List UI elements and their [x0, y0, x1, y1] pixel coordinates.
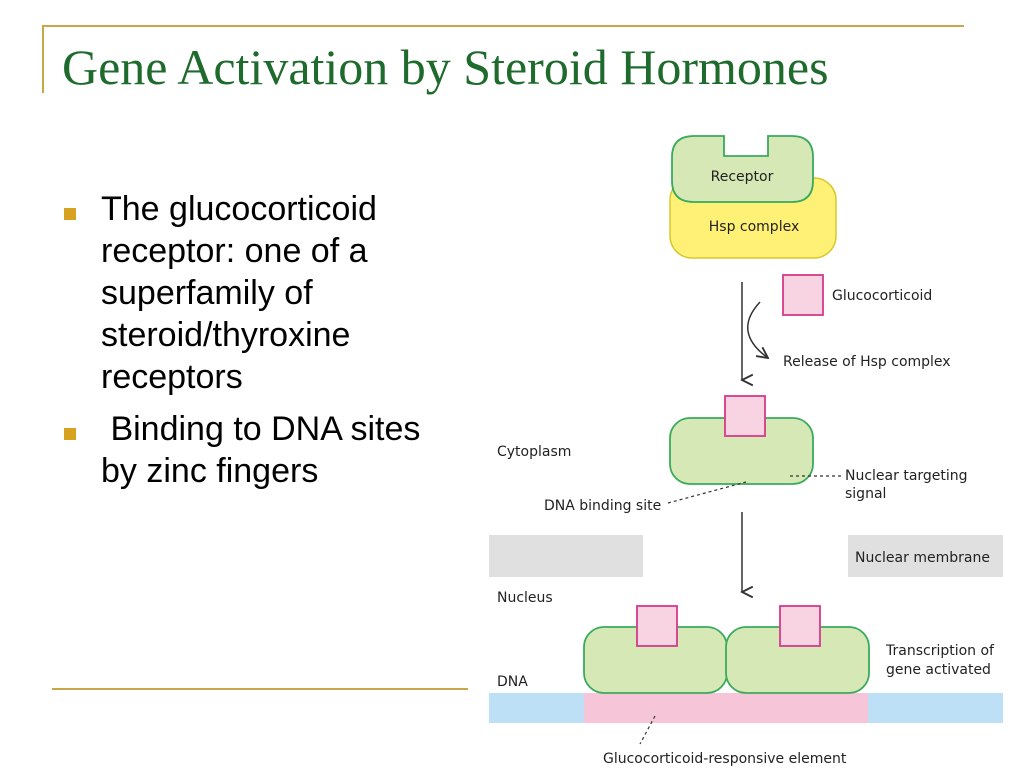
title-frame-left-rule	[42, 25, 44, 93]
glucocorticoid-label: Glucocorticoid	[832, 288, 932, 304]
bound-hormone-left-shape	[636, 605, 678, 647]
release-hsp-label: Release of Hsp complex	[783, 354, 951, 370]
glucocorticoid-hormone-shape	[782, 274, 824, 316]
nuclear-targeting-label: Nuclear targeting	[845, 468, 968, 484]
receptor-shape	[671, 135, 814, 203]
gre-leader-line	[639, 715, 656, 745]
cytoplasm-label: Cytoplasm	[497, 444, 571, 460]
square-bullet-icon	[64, 428, 76, 440]
title-frame-top-rule	[42, 25, 964, 27]
dna-binding-site-leader-line	[667, 481, 747, 504]
bullet-item: Binding to DNA sites by zinc fingers	[62, 408, 462, 492]
nuclear-membrane-left-segment	[489, 535, 643, 577]
hsp-complex-label: Hsp complex	[709, 219, 800, 235]
slide-title: Gene Activation by Steroid Hormones	[62, 39, 829, 95]
receptor-label: Receptor	[711, 169, 774, 185]
release-curve-arrow-icon	[747, 301, 768, 358]
dna-binding-site-label: DNA binding site	[544, 498, 661, 514]
gre-label: Glucocorticoid-responsive element	[603, 751, 847, 767]
nucleus-label: Nucleus	[497, 590, 553, 606]
dna-label: DNA	[497, 674, 528, 690]
transcription-label: Transcription of	[885, 643, 995, 659]
bullet-list: The glucocorticoid receptor: one of a su…	[62, 188, 462, 502]
bullet-text: Binding to DNA sites by zinc fingers	[101, 410, 430, 490]
square-bullet-icon	[64, 208, 76, 220]
bound-hormone-right-shape	[779, 605, 821, 647]
glucocorticoid-responsive-element-segment	[584, 693, 868, 723]
nuclear-targeting-label-line2: signal	[845, 486, 886, 502]
bullet-text: The glucocorticoid receptor: one of a su…	[101, 190, 377, 396]
footer-rule	[52, 688, 468, 690]
bound-hormone-shape	[724, 395, 766, 437]
transcription-label-line2: gene activated	[886, 662, 991, 678]
nuclear-membrane-label: Nuclear membrane	[855, 550, 990, 566]
bullet-item: The glucocorticoid receptor: one of a su…	[62, 188, 462, 398]
nuclear-membrane-right-segment	[848, 535, 1003, 577]
